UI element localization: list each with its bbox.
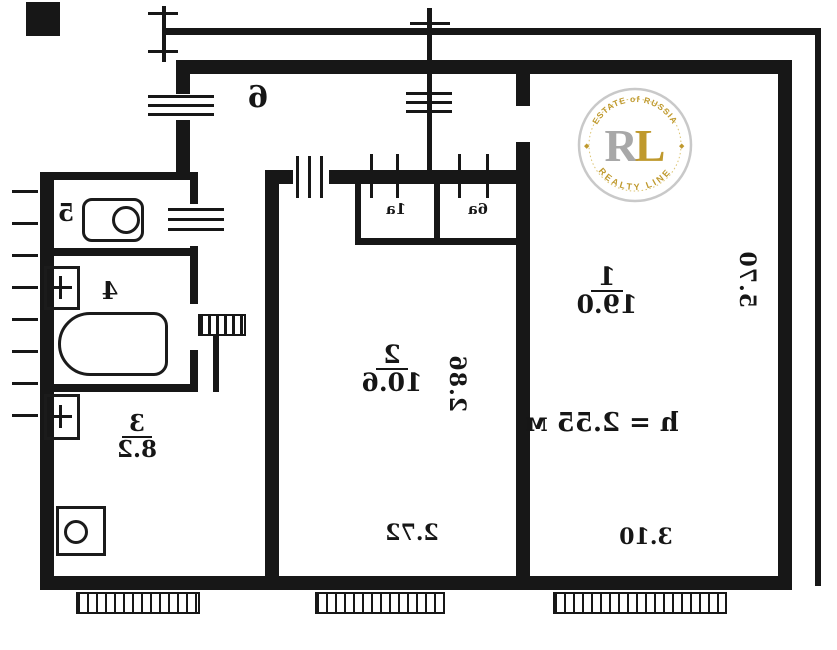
dim-5-70-label: 5.70 — [734, 250, 760, 308]
dimension-tick — [148, 12, 178, 15]
riser-tick — [406, 110, 452, 113]
dimension-tick — [12, 190, 38, 193]
closet-bottom-wall — [355, 238, 530, 245]
dimension-tick — [12, 286, 38, 289]
dim-2-72-label: 2.72 — [385, 520, 439, 546]
room-2-right-wall — [516, 170, 530, 576]
riser-tick — [406, 101, 452, 104]
riser-tick — [406, 92, 452, 95]
room-6-label: 6 — [247, 80, 269, 115]
watermark-monogram: RL — [605, 120, 666, 171]
dimension-tick — [162, 6, 166, 62]
toilet-bowl-icon — [112, 206, 140, 234]
apartment-bottom-wall — [40, 576, 792, 590]
sink-bowl-icon — [64, 520, 88, 544]
dimension-tick — [12, 318, 38, 321]
room-number: 1 — [591, 262, 623, 293]
window-hatch-mark — [148, 113, 214, 116]
scan-corner-mark — [26, 2, 60, 36]
door-hatch-mark — [168, 218, 224, 221]
watermark-diamond-right: ◆ — [679, 142, 685, 150]
room-number: 3 — [122, 410, 153, 439]
toilet-icon — [82, 198, 144, 242]
corridor-stub-wall — [213, 336, 219, 392]
room-2-label: 2 10.6 — [355, 340, 429, 398]
bathtub-icon — [58, 312, 168, 376]
vent-shaft-box — [44, 394, 80, 440]
bath-block-right-wall — [190, 246, 198, 304]
window-hatch-mark — [148, 104, 214, 107]
window-hatch-mark — [486, 154, 489, 198]
door-hatch-mark — [168, 228, 224, 231]
bath-door-hatch — [198, 314, 246, 336]
hall-room1-wall — [516, 74, 530, 106]
vent-cross-mark — [59, 405, 62, 428]
apartment-top-wall — [186, 60, 792, 74]
bath-block-top-wall — [40, 172, 198, 180]
outer-boundary-top-line — [163, 28, 821, 35]
room-area: 10.6 — [361, 368, 423, 398]
vent-cross-mark — [59, 276, 62, 299]
room-1-label: 1 19.0 — [568, 262, 646, 320]
hall-room1-wall — [516, 142, 530, 170]
outer-boundary-right-line — [815, 28, 821, 586]
toilet-bath-divider-wall — [54, 248, 190, 256]
door-hatch-mark — [296, 156, 299, 198]
dim-3-10-label: 3.10 — [619, 524, 673, 550]
bath-block-right-wall — [190, 172, 198, 204]
window-hatch-mark — [458, 154, 461, 198]
bath-block-bottom-wall — [40, 384, 198, 392]
window-strip — [76, 592, 200, 614]
riser-line — [427, 8, 432, 170]
watermark-diamond-left: ◆ — [584, 142, 590, 150]
watermark-stamp: ESTATE of RUSSIA REALTY LINE RL ◆ ◆ — [577, 87, 693, 203]
window-strip — [315, 592, 445, 614]
dim-2-86-label: 2.86 — [444, 354, 470, 412]
closet-left-wall — [355, 184, 361, 238]
window-strip — [553, 592, 727, 614]
window-hatch-mark — [396, 154, 399, 198]
watermark-inner-ring — [588, 98, 682, 192]
door-hatch-mark — [308, 156, 311, 198]
dimension-tick — [12, 222, 38, 225]
room-5-label: 5 — [57, 198, 75, 227]
room-area: 8.2 — [117, 436, 158, 464]
sink-unit-icon — [56, 506, 106, 556]
bath-block-right-wall — [190, 350, 198, 392]
room-2-top-wall — [329, 170, 530, 184]
room-2-left-wall — [265, 170, 279, 576]
apartment-left-wall — [40, 172, 54, 590]
window-hatch-mark — [370, 154, 373, 198]
closet-1a-label: 1а — [385, 200, 407, 218]
room-4-label: 4 — [101, 276, 119, 305]
dimension-tick — [12, 382, 38, 385]
dimension-tick — [12, 414, 38, 417]
entry-wall-upper — [176, 60, 190, 94]
room-area: 19.0 — [576, 290, 638, 320]
dimension-tick — [12, 254, 38, 257]
door-hatch-mark — [320, 156, 323, 198]
apartment-right-wall — [778, 60, 792, 590]
room-2-top-wall — [265, 170, 293, 184]
closet-divider-wall — [434, 184, 440, 238]
watermark-outer-ring — [577, 87, 693, 203]
room-3-label: 3 8.2 — [105, 410, 169, 464]
door-hatch-mark — [168, 208, 224, 211]
entry-wall-lower — [176, 120, 190, 180]
window-hatch-mark — [148, 95, 214, 98]
dimension-tick — [12, 350, 38, 353]
vent-shaft-box — [44, 266, 80, 310]
ceiling-height-label: h = 2.55 м — [525, 408, 679, 438]
riser-tick — [410, 22, 450, 25]
room-number: 2 — [376, 340, 408, 371]
closet-6a-label: 6а — [467, 200, 489, 218]
dimension-tick — [148, 50, 178, 53]
